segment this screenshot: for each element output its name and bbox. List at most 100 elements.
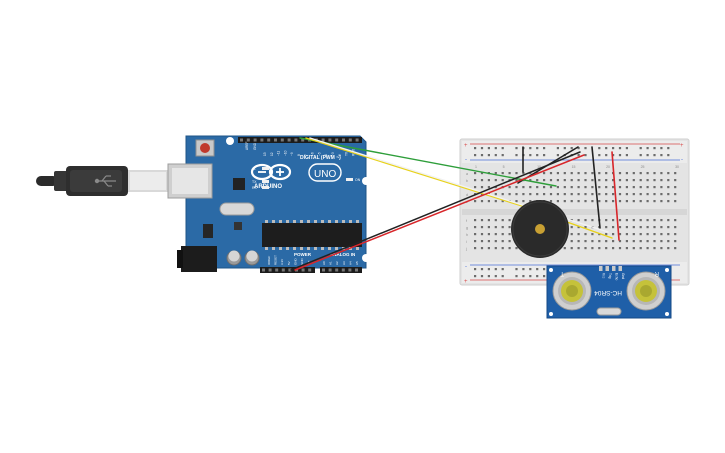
pin-hole bbox=[577, 179, 580, 182]
pin-hole bbox=[515, 247, 518, 250]
pin-hole bbox=[660, 186, 663, 189]
pin-hole bbox=[605, 186, 608, 189]
pin-hole bbox=[494, 200, 497, 203]
pin-hole bbox=[625, 147, 628, 150]
breadboard-row-label: a bbox=[466, 172, 468, 176]
reset-button[interactable] bbox=[195, 139, 215, 157]
pin-hole bbox=[612, 154, 615, 157]
pin-hole bbox=[515, 275, 518, 278]
pin-hole bbox=[474, 275, 477, 278]
breadboard-column-label: 25 bbox=[641, 165, 645, 169]
pin-hole bbox=[268, 268, 272, 272]
pin-hole bbox=[591, 219, 594, 222]
pin-hole bbox=[536, 179, 539, 182]
pin-hole bbox=[563, 247, 566, 250]
pin-hole bbox=[618, 179, 622, 182]
pin-hole bbox=[570, 233, 573, 236]
mounting-hole bbox=[362, 254, 370, 262]
pin-hole bbox=[536, 154, 539, 157]
power-pin-label: RESET bbox=[274, 255, 278, 265]
pin-hole bbox=[536, 186, 539, 189]
pin-hole bbox=[660, 147, 663, 150]
pin-hole bbox=[570, 172, 573, 175]
pin-hole bbox=[563, 179, 566, 182]
uno-badge: UNO bbox=[308, 163, 342, 182]
pin-hole bbox=[515, 172, 518, 175]
pin-hole bbox=[474, 147, 477, 150]
breadboard-column-label: 20 bbox=[606, 165, 610, 169]
pin-hole bbox=[570, 226, 573, 229]
pin-hole bbox=[605, 219, 608, 222]
crystal-oscillator bbox=[219, 202, 255, 216]
pin-hole bbox=[563, 186, 566, 189]
pin-hole bbox=[605, 193, 608, 196]
wire-black-gnd bbox=[290, 151, 581, 271]
transducer-left bbox=[552, 271, 592, 311]
pin-hole bbox=[667, 147, 670, 150]
pin-hole bbox=[536, 275, 539, 278]
pin-hole bbox=[674, 200, 677, 203]
pin-hole bbox=[653, 179, 656, 182]
pin-hole bbox=[508, 193, 511, 196]
pin-hole bbox=[598, 193, 601, 196]
sensor-t-label: T bbox=[560, 270, 564, 276]
pin-hole bbox=[653, 200, 656, 203]
pin-hole bbox=[598, 186, 601, 189]
power-pin-label: IOREF bbox=[267, 256, 271, 265]
pin-hole bbox=[543, 172, 546, 175]
pin-hole bbox=[674, 186, 677, 189]
rail-minus-label: - bbox=[465, 157, 467, 163]
pin-hole bbox=[556, 200, 559, 203]
pin-hole bbox=[508, 172, 511, 175]
power-header bbox=[260, 267, 315, 273]
pin-hole bbox=[549, 186, 553, 189]
pin-hole bbox=[529, 179, 532, 182]
pin-hole bbox=[667, 247, 670, 250]
pin-hole bbox=[474, 200, 477, 203]
pin-hole bbox=[487, 200, 490, 203]
pin-hole bbox=[618, 172, 622, 175]
pin-hole bbox=[577, 186, 580, 189]
pin-hole bbox=[591, 233, 594, 236]
analog-pin-label: A0 bbox=[322, 261, 326, 265]
usb-cable bbox=[36, 166, 168, 196]
pin-hole bbox=[667, 240, 670, 243]
pin-hole bbox=[556, 154, 559, 157]
pin-hole bbox=[605, 240, 608, 243]
pin-hole bbox=[577, 154, 580, 157]
pin-hole bbox=[612, 233, 615, 236]
breadboard-row-label: j bbox=[465, 247, 467, 251]
pin-hole bbox=[667, 226, 670, 229]
pin-hole bbox=[618, 186, 622, 189]
pin-hole bbox=[563, 193, 566, 196]
digital-pin-label: ~10 bbox=[283, 150, 287, 156]
pin-hole bbox=[328, 268, 332, 272]
pin-hole bbox=[667, 233, 670, 236]
pin-hole bbox=[667, 186, 670, 189]
pin-hole bbox=[480, 179, 484, 182]
pin-hole bbox=[522, 275, 525, 278]
pin-hole bbox=[280, 138, 284, 142]
pin-hole bbox=[494, 147, 497, 150]
pin-hole bbox=[660, 193, 663, 196]
pin-hole bbox=[549, 193, 553, 196]
pin-hole bbox=[253, 138, 257, 142]
pin-hole bbox=[591, 240, 594, 243]
breadboard-row-label: h bbox=[466, 233, 468, 237]
pin-hole bbox=[639, 147, 642, 150]
pin-hole bbox=[667, 200, 670, 203]
pin-hole bbox=[529, 193, 532, 196]
breadboard-column-label: 1 bbox=[475, 165, 477, 169]
pin-hole bbox=[536, 147, 539, 150]
pin-hole bbox=[577, 233, 580, 236]
pin-hole bbox=[591, 186, 594, 189]
pin-hole bbox=[584, 200, 587, 203]
transducer-right bbox=[626, 271, 666, 311]
pin-hole bbox=[625, 154, 628, 157]
pin-hole bbox=[494, 275, 497, 278]
pin-hole bbox=[605, 247, 608, 250]
pin-hole bbox=[618, 247, 622, 250]
pin-hole bbox=[577, 172, 580, 175]
pin-hole bbox=[625, 240, 628, 243]
pin-hole bbox=[515, 179, 518, 182]
